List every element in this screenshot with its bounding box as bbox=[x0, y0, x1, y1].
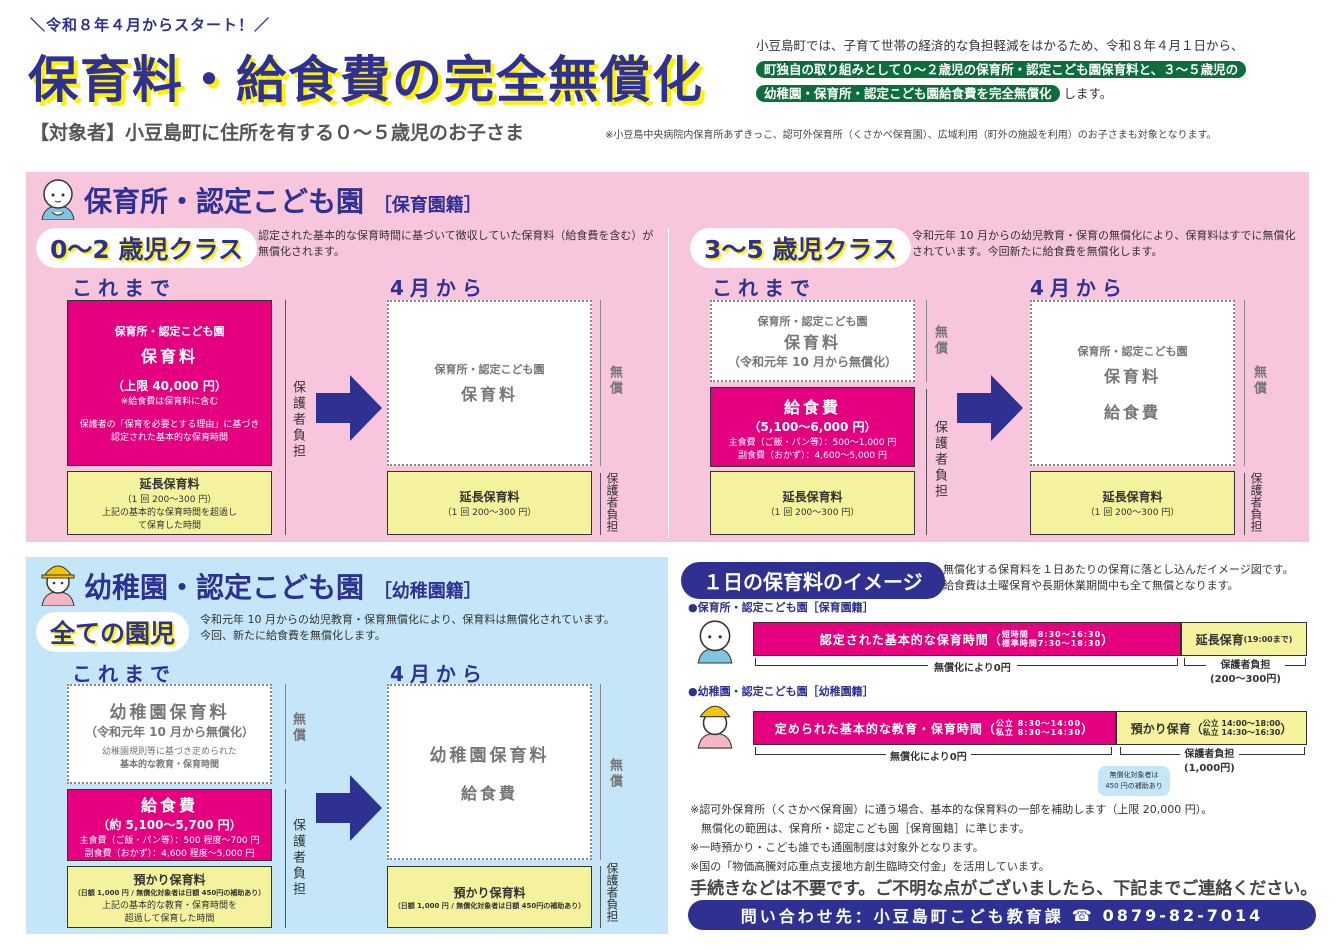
phone-icon: ☎ bbox=[1071, 905, 1095, 925]
after-free-box: 保育所・認定こども園 保育料 給食費 bbox=[1030, 300, 1235, 466]
target-note: ※小豆島中央病院内保育所あずきっこ、認可外保育所（くさかべ保育園）、広域利用（町… bbox=[605, 130, 1217, 141]
baby-icon bbox=[697, 620, 733, 664]
before-custody-box: 預かり保育料 （日額 1,000 円 / 無償化対象者は日額 450円の補助あり… bbox=[67, 866, 272, 928]
before-extended-box: 延長保育料 （1 回 200〜300 円） 上記の基本的な保育時間を超過して保育… bbox=[67, 471, 272, 535]
baby-icon bbox=[41, 179, 75, 220]
before-free-box: 保育所・認定こども園 保育料 （令和元年 10 月から無償化） bbox=[710, 300, 915, 382]
intro-highlight-2: 幼稚園・保育所・認定こども園給食費を完全無償化 bbox=[756, 85, 1060, 102]
intro-highlight-1: 町独自の取り組みとして０〜２歳児の保育所・認定こども園保育料と、３〜５歳児の bbox=[756, 61, 1247, 78]
youchien-tag: ［幼稚園籍］ bbox=[373, 581, 482, 602]
row1-burden: 保護者負担(200〜300円) bbox=[1206, 659, 1285, 687]
after-extended-box: 延長保育料 （1 回 200〜300 円） bbox=[387, 471, 592, 535]
after-free-box: 幼稚園保育料 給食費 bbox=[387, 684, 592, 860]
class-02-desc: 認定された基本的な保育時間に基づいて徴収していた保育料（給食費を含む）が無償化さ… bbox=[258, 229, 654, 258]
after-custody-box: 預かり保育料 （日額 1,000 円 / 無償化対象者は日額 450円の補助あり… bbox=[387, 866, 592, 928]
contact-bar[interactable]: 問い合わせ先：小豆島町こども教育課 ☎ 0879-82-7014 bbox=[688, 900, 1316, 930]
contact-label: 問い合わせ先：小豆島町こども教育課 bbox=[740, 907, 1064, 926]
extended-care-bar: 延長保育(19:00まで) bbox=[1181, 622, 1307, 656]
row2-label: ●幼稚園・認定こども園［幼稚園籍］ bbox=[688, 685, 874, 698]
before-fee-box: 保育所・認定こども園 保育料 （上限 40,000 円） ※給食費は保育料に含む… bbox=[67, 300, 272, 466]
class-35-desc: 令和元年 10 月からの幼児教育・保育の無償化により、保育料はすでに無償化されて… bbox=[912, 229, 1296, 258]
row1-label: ●保育所・認定こども園［保育園籍］ bbox=[688, 601, 874, 614]
after-label: 4月から bbox=[390, 276, 488, 300]
burden-label: 保護者負担 bbox=[290, 380, 305, 460]
child-helmet-icon bbox=[697, 705, 733, 749]
arrow-right-icon bbox=[316, 375, 382, 441]
notes: ※認可外保育所（くさかべ保育園）に通う場合、基本的な保育料の一部を補助します（上… bbox=[690, 803, 1213, 873]
row2-burden: 保護者負担(1,000円) bbox=[1180, 748, 1239, 776]
after-free-box: 保育所・認定こども園 保育料 bbox=[387, 300, 592, 466]
before-meal-box: 給食費 （5,100〜6,000 円） 主食費（ご飯・パン等）：500〜1,00… bbox=[710, 387, 915, 467]
all-children-pill: 全ての園児 bbox=[36, 612, 190, 652]
free-label: 無償 bbox=[607, 365, 622, 397]
row2-free: 無償化により0円 bbox=[886, 748, 971, 763]
arrow-right-icon bbox=[316, 775, 382, 841]
target-audience: 【対象者】小豆島町に住所を有する０〜５歳児のお子さま bbox=[30, 122, 525, 144]
intro-end: します。 bbox=[1063, 86, 1113, 101]
hoikuen-title: 保育所・認定こども園 ［保育園籍］ bbox=[84, 185, 482, 218]
class-02-pill: 0〜2 歳児クラス bbox=[36, 228, 257, 268]
class-35-pill: 3〜5 歳児クラス bbox=[690, 228, 911, 268]
hoikuen-tag: ［保育園籍］ bbox=[373, 195, 482, 216]
section-divider bbox=[668, 228, 669, 538]
intro-text: 小豆島町では、子育て世帯の経済的な負担軽減をはかるため、令和８年４月１日から、 … bbox=[756, 34, 1326, 106]
closing-text: 手続きなどは不要です。ご不明な点がございましたら、下記までご連絡ください。 bbox=[690, 879, 1318, 899]
page-title: 保育料・給食費の完全無償化 bbox=[28, 51, 704, 109]
before-free-box: 幼稚園保育料 （令和元年 10 月から無償化） 幼稚園規則等に基づき定められた … bbox=[67, 684, 272, 784]
before-label: これまで bbox=[72, 276, 176, 300]
arrow-right-icon bbox=[957, 375, 1023, 441]
subtitle: ＼令和８年４月からスタート！／ bbox=[30, 16, 271, 34]
youchien-title: 幼稚園・認定こども園 ［幼稚園籍］ bbox=[84, 571, 482, 604]
phone-number[interactable]: 0879-82-7014 bbox=[1102, 905, 1264, 925]
row1-free: 無償化により0円 bbox=[928, 659, 1017, 674]
intro-line-1: 小豆島町では、子育て世帯の経済的な負担軽減をはかるため、令和８年４月１日から、 bbox=[756, 38, 1244, 53]
youchien-desc: 令和元年 10 月からの幼児教育・保育無償化により、保育料は無償化されています。… bbox=[200, 613, 615, 642]
timeline-desc: 無償化する保育料を１日あたりの保育に落とし込んだイメージ図です。給食費は土曜保育… bbox=[943, 563, 1294, 592]
before-meal-box: 給食費 （約 5,100〜5,700 円） 主食費（ご飯・パン等）：500 程度… bbox=[67, 789, 272, 861]
timeline-title: １日の保育料のイメージ bbox=[681, 562, 945, 599]
child-helmet-icon bbox=[41, 565, 75, 606]
